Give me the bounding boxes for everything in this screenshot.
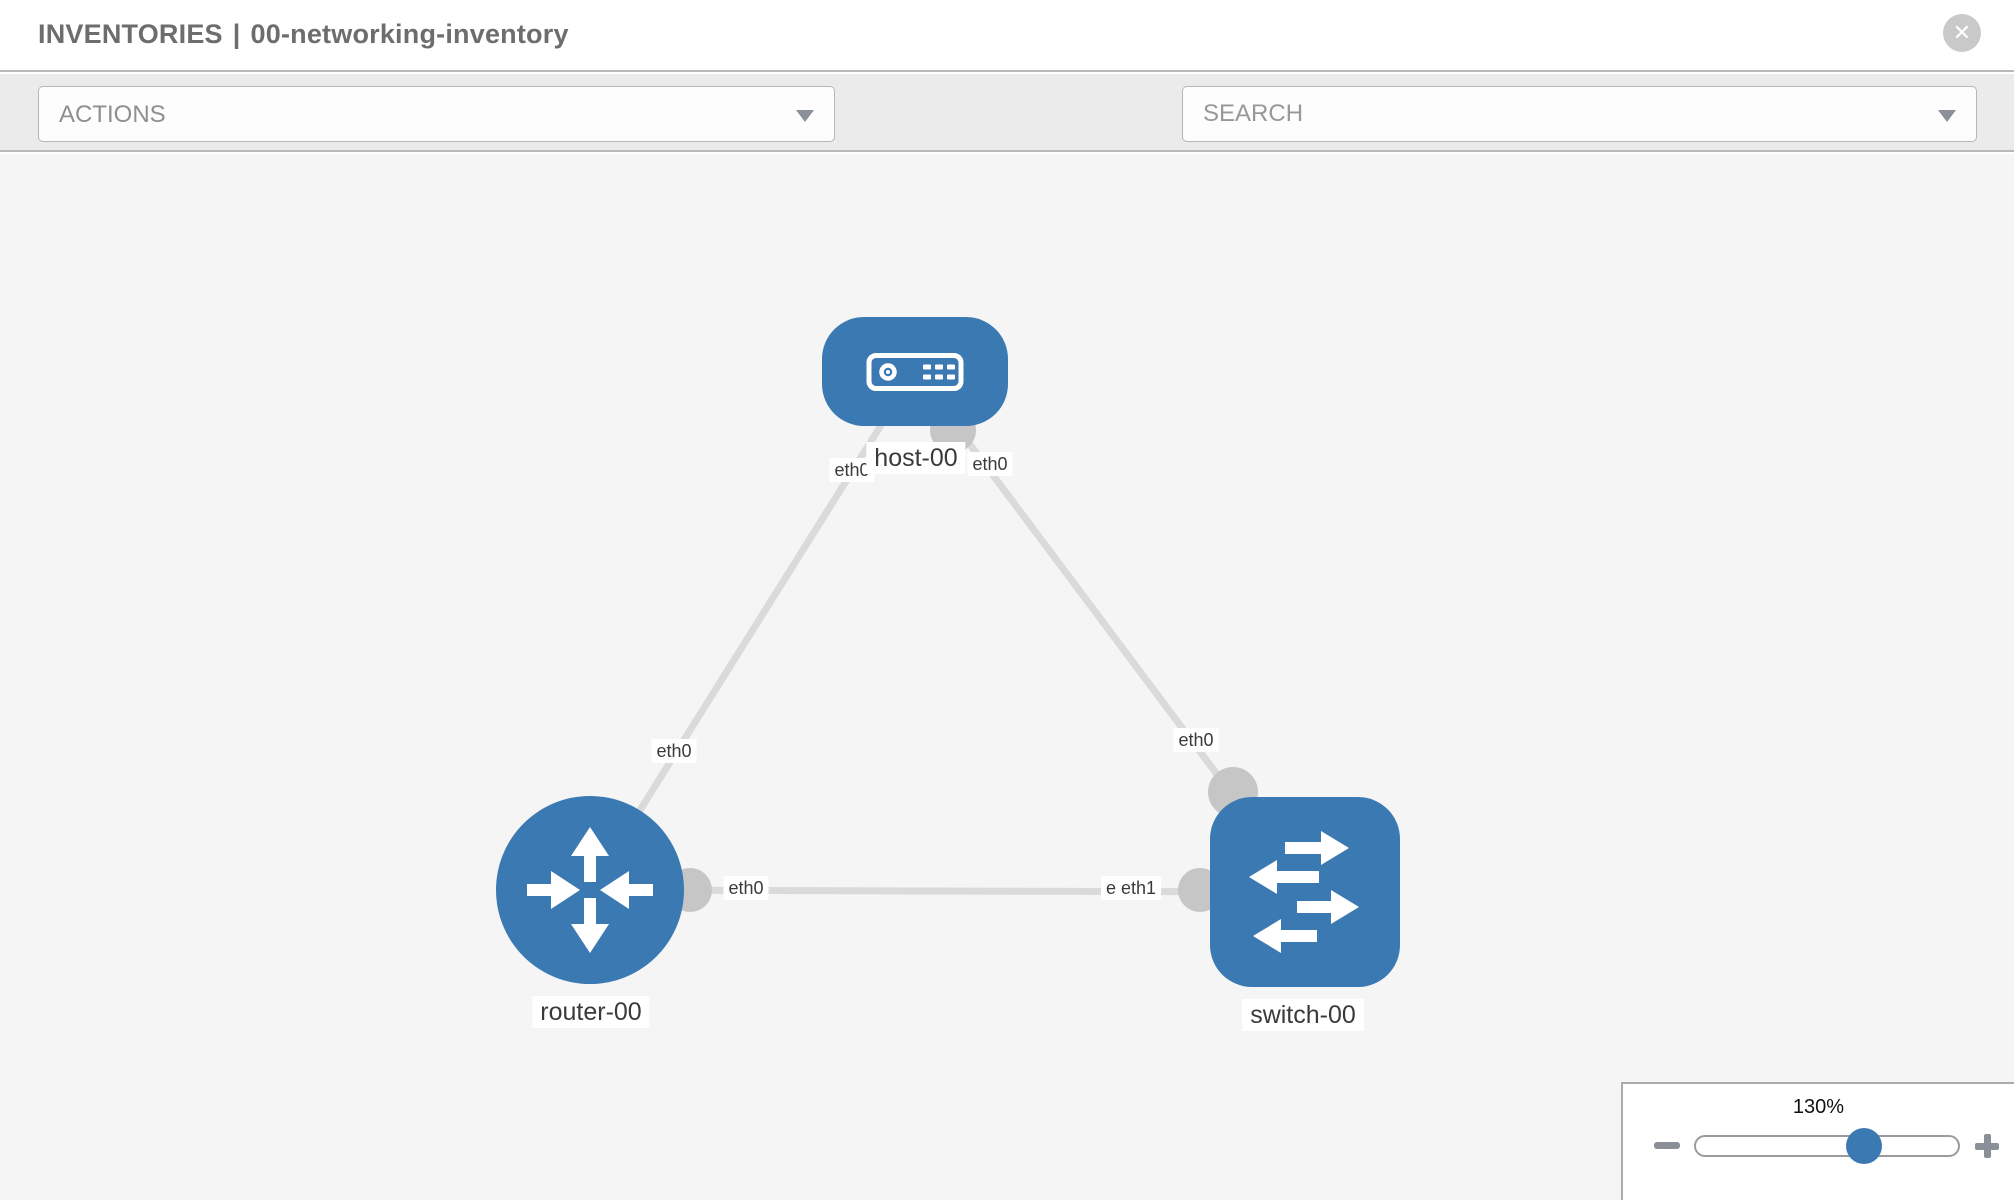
zoom-panel: 130%	[1621, 1082, 2014, 1200]
zoom-out-button[interactable]	[1654, 1142, 1680, 1149]
actions-dropdown[interactable]: ACTIONS	[38, 86, 835, 142]
node-router[interactable]	[496, 796, 684, 984]
modal-header: INVENTORIES | 00-networking-inventory ✕	[0, 0, 2014, 72]
inventory-name: 00-networking-inventory	[250, 19, 569, 49]
node-label-host: host-00	[866, 442, 966, 474]
host-icon	[866, 353, 964, 391]
interface-label-switch-to-host: eth0	[1173, 728, 1219, 752]
interface-label-router-to-switch: eth0	[723, 876, 769, 900]
actions-dropdown-label: ACTIONS	[59, 101, 166, 128]
chevron-down-icon	[1938, 110, 1956, 122]
interface-label-host-to-switch: eth0	[967, 452, 1013, 476]
zoom-slider-track[interactable]	[1694, 1135, 1960, 1157]
search-dropdown[interactable]	[1182, 86, 1977, 142]
search-input[interactable]	[1183, 87, 1976, 141]
zoom-slider-knob[interactable]	[1846, 1128, 1882, 1164]
interface-label-switch-to-router: eth1	[1116, 876, 1162, 900]
interface-label-router-to-host: eth0	[651, 739, 697, 763]
links-layer	[587, 368, 1308, 912]
close-button[interactable]: ✕	[1943, 14, 1981, 52]
router-icon	[527, 827, 653, 953]
zoom-level: 130%	[1792, 1096, 1845, 1118]
node-switch[interactable]	[1210, 797, 1400, 987]
toolbar: ACTIONS	[0, 74, 2014, 206]
link-host-router	[587, 369, 918, 892]
zoom-in-button[interactable]	[1975, 1134, 1999, 1158]
topology-canvas[interactable]: eth0 eth0 eth0 eth0 eth0 eth0 eth1 host-…	[0, 154, 2014, 1200]
node-label-switch: switch-00	[1242, 999, 1364, 1031]
chevron-down-icon	[796, 110, 814, 122]
breadcrumb-section: INVENTORIES	[38, 19, 223, 49]
breadcrumb-separator: |	[232, 19, 241, 49]
switch-icon	[1249, 831, 1359, 953]
node-label-router: router-00	[532, 996, 650, 1028]
close-icon: ✕	[1952, 20, 1972, 45]
page-title: INVENTORIES | 00-networking-inventory	[38, 19, 569, 50]
node-host[interactable]	[822, 317, 1008, 426]
